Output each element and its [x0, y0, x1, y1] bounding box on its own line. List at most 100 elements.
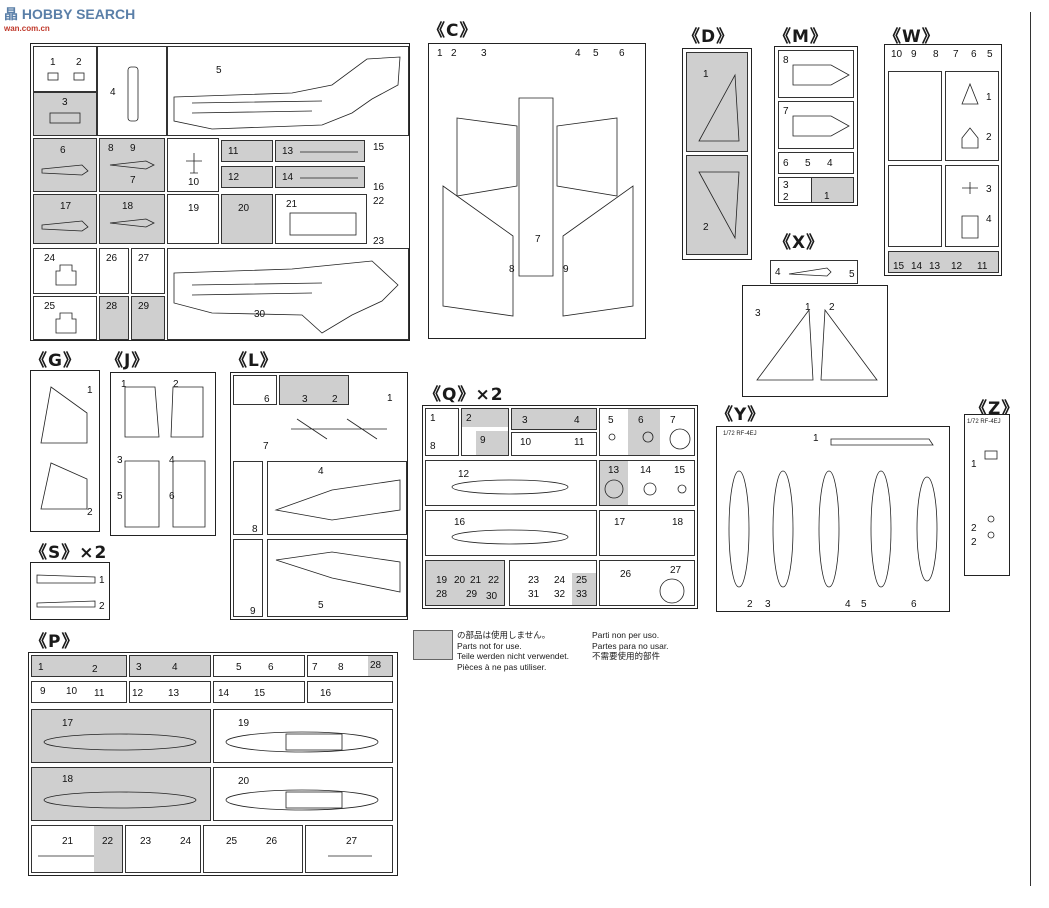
- part-number-11: 11: [574, 437, 585, 448]
- part-cell: 26: [99, 248, 129, 294]
- part-number-2: 2: [971, 537, 977, 548]
- part-shape: [47, 72, 85, 81]
- part-number-2: 2: [971, 523, 977, 534]
- part-shape: [109, 160, 155, 170]
- part-number-21: 21: [286, 199, 298, 210]
- part-number-6: 6: [169, 491, 175, 502]
- part-number-12: 12: [228, 172, 240, 183]
- part-number-11: 11: [94, 688, 105, 699]
- part-number-1: 1: [971, 459, 977, 470]
- intake-icon: [124, 386, 206, 528]
- part-number-26: 26: [620, 569, 632, 580]
- part-number-8: 8: [933, 49, 939, 60]
- part-cell: 5: [267, 539, 407, 617]
- part-number-20: 20: [238, 776, 250, 787]
- part-number-3: 3: [481, 48, 487, 59]
- part-number-15: 15: [893, 261, 905, 272]
- part-cell: 13: [275, 140, 365, 162]
- part-cell: 1 8: [425, 408, 459, 456]
- scale-tag: 1/72 RF-4EJ: [967, 419, 1001, 425]
- fuel-tank-icon: [43, 733, 197, 751]
- part-cell: 9 10 11: [31, 681, 127, 703]
- part-number-23: 23: [373, 236, 385, 247]
- pylon-icon: [36, 574, 96, 608]
- tree-m-title: 《M》: [774, 27, 828, 47]
- part-shape: [328, 855, 372, 857]
- part-number-14: 14: [911, 261, 923, 272]
- part-number-13: 13: [608, 465, 620, 476]
- part-number-22: 22: [102, 836, 114, 847]
- sprue-tree-a: 1 2 4 5 3 6 8 9 7 10 11 12 13 14 15: [30, 43, 410, 341]
- part-number-5: 5: [849, 269, 855, 280]
- scale-tag: 1/72 RF-4EJ: [723, 431, 757, 437]
- part-number-3: 3: [765, 599, 771, 610]
- part-number-4: 4: [775, 267, 781, 278]
- part-number-2: 2: [92, 664, 98, 675]
- part-cell: 3 4: [511, 408, 597, 430]
- part-number-32: 32: [554, 589, 566, 600]
- part-number-6: 6: [619, 48, 625, 59]
- part-shape: [49, 112, 81, 124]
- legend-es: Partes para no usar.: [592, 640, 669, 651]
- part-cell: 8 9 7: [99, 138, 165, 192]
- part-number-30: 30: [486, 591, 498, 602]
- part-number-27: 27: [138, 253, 150, 264]
- part-number-12: 12: [132, 688, 144, 699]
- part-shape: [38, 855, 98, 857]
- wing-lower-icon: [442, 97, 634, 317]
- nose-icon: [274, 479, 401, 521]
- part-number-29: 29: [466, 589, 478, 600]
- part-number-2: 2: [76, 57, 82, 68]
- part-cell: 7 8 28: [307, 655, 393, 677]
- part-cell: 3 4: [129, 655, 211, 677]
- part-number-2: 2: [99, 601, 105, 612]
- part-number-28: 28: [106, 301, 118, 312]
- part-number-3: 3: [755, 308, 761, 319]
- part-cell: 1 2: [33, 46, 97, 92]
- pylon-icon: [830, 438, 934, 446]
- part-cell: 25: [33, 296, 97, 340]
- part-shape: [127, 66, 139, 122]
- part-number-5: 5: [236, 662, 242, 673]
- wheel-icon: [608, 428, 691, 450]
- part-number-9: 9: [250, 606, 256, 617]
- part-shape: [300, 151, 358, 153]
- part-shape: [41, 164, 89, 176]
- part-number-21: 21: [470, 575, 482, 586]
- part-number-10: 10: [520, 437, 532, 448]
- part-cell: 1 2: [31, 655, 127, 677]
- legend-en: Parts not for use.: [457, 640, 522, 651]
- part-number-28: 28: [370, 660, 382, 671]
- wing-upper-icon: [698, 171, 740, 240]
- landing-gear-icon: [291, 418, 387, 440]
- part-number-19: 19: [436, 575, 448, 586]
- part-number-1: 1: [703, 69, 709, 80]
- part-shape: [186, 153, 202, 174]
- part-cell: 21: [275, 194, 367, 244]
- part-number-22: 22: [488, 575, 500, 586]
- part-number-2: 2: [747, 599, 753, 610]
- part-number-1: 1: [986, 92, 992, 103]
- part-cell: 4: [97, 46, 167, 136]
- part-number-1: 1: [50, 57, 56, 68]
- part-number-4: 4: [169, 455, 175, 466]
- part-cell: 6: [233, 375, 277, 405]
- part-number-4: 4: [574, 415, 580, 426]
- tree-p-title: 《P》: [30, 632, 80, 652]
- part-cell: 1 2: [945, 71, 999, 161]
- part-cell: 21 22: [31, 825, 123, 873]
- page-border: [1030, 12, 1031, 886]
- part-number-5: 5: [861, 599, 867, 610]
- part-number-3: 3: [117, 455, 123, 466]
- part-number-3: 3: [986, 184, 992, 195]
- part-number-12: 12: [458, 469, 470, 480]
- part-cell: 16: [425, 510, 597, 556]
- part-number-9: 9: [480, 435, 486, 446]
- part-number-31: 31: [528, 589, 540, 600]
- site-watermark: 晶 HOBBY SEARCH wan.com.cn: [4, 4, 135, 33]
- part-number-9: 9: [130, 143, 136, 154]
- part-number-1: 1: [824, 191, 830, 202]
- part-number-8: 8: [509, 264, 515, 275]
- part-number-1: 1: [437, 48, 443, 59]
- part-cell: 27: [131, 248, 165, 294]
